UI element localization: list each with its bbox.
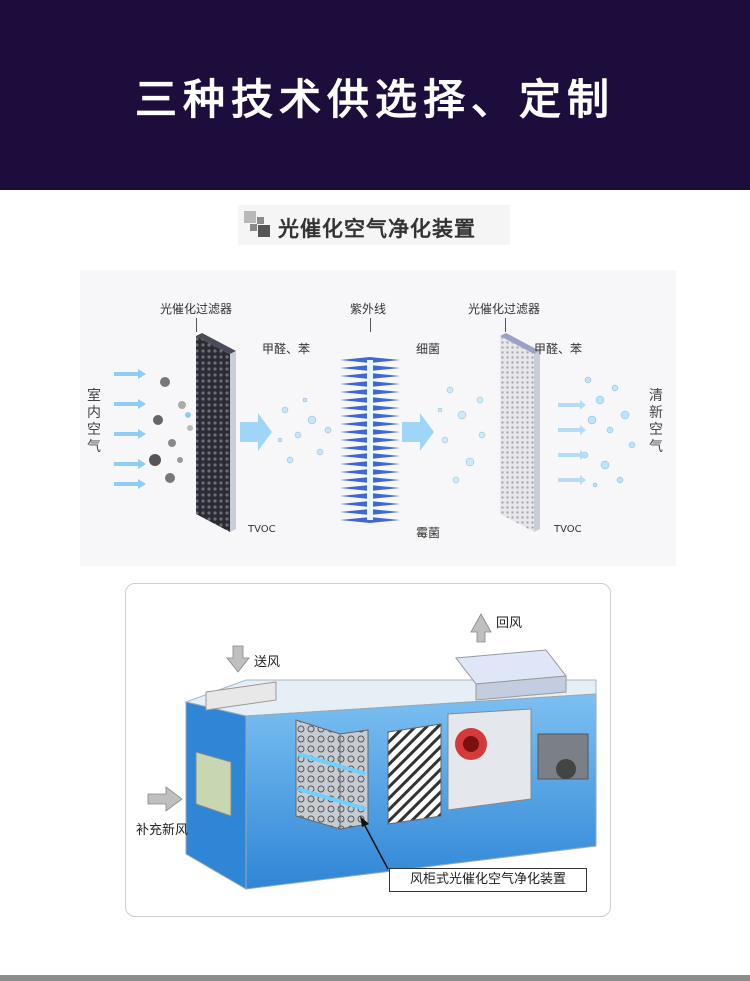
uv-lamp — [340, 357, 400, 523]
mid-particles — [277, 397, 332, 464]
header-banner: 三种技术供选择、定制 — [0, 0, 750, 190]
ahu-cutaway-graphic — [147, 613, 597, 890]
footer-divider — [0, 975, 750, 981]
indoor-air-label: 室内空气 — [87, 388, 101, 455]
mold-label: 霉菌 — [416, 526, 441, 540]
pollutant1-label: 甲醛、苯 — [262, 342, 311, 356]
supply-arrow-icon — [226, 645, 250, 673]
bacteria-label: 细菌 — [416, 342, 441, 356]
outflow-arrows — [558, 400, 586, 485]
unit-callout-label: 风柜式光催化空气净化装置 — [389, 868, 587, 892]
uv-lamp-core — [367, 360, 373, 520]
section-logo-icon — [244, 211, 270, 237]
return-air-label: 回风 — [496, 616, 523, 631]
return-arrow-icon — [470, 613, 492, 643]
intake-arrows — [114, 369, 146, 489]
clean-air-particles — [581, 376, 636, 488]
filter1-tick — [196, 318, 197, 332]
unit-illustration-box: 回风 送风 补充新风 — [125, 583, 611, 917]
banner-title: 三种技术供选择、定制 — [134, 75, 615, 124]
filter2-tick — [505, 318, 506, 332]
flow-arrow-1 — [240, 413, 272, 451]
section-title: 光催化空气净化装置 — [278, 217, 476, 241]
fresh-air-arrow-icon — [147, 786, 183, 812]
supply-air-label: 送风 — [254, 655, 281, 670]
bacteria-particles — [437, 386, 486, 484]
photocatalytic-filter-2 — [500, 333, 540, 532]
pollutant-particles — [149, 377, 204, 483]
fresh-air-label: 清新空气 — [649, 388, 663, 455]
section-header: 光催化空气净化装置 — [238, 205, 510, 245]
fresh-air-intake-label: 补充新风 — [136, 823, 189, 838]
uv-label: 紫外线 — [350, 302, 387, 316]
tvoc2-label: TVOC — [554, 524, 582, 535]
filter1-label: 光催化过滤器 — [160, 302, 233, 316]
pollutant2-label: 甲醛、苯 — [534, 342, 583, 356]
filter2-label: 光催化过滤器 — [468, 302, 541, 316]
flow-arrow-2 — [402, 413, 434, 451]
uv-tick — [370, 318, 371, 332]
process-graphic — [114, 333, 636, 532]
photocatalytic-filter-1 — [196, 333, 236, 532]
tvoc1-label: TVOC — [248, 524, 276, 535]
process-diagram: 光催化过滤器 紫外线 光催化过滤器 甲醛、苯 细菌 甲醛、苯 室内空气 清新空气… — [80, 270, 676, 566]
